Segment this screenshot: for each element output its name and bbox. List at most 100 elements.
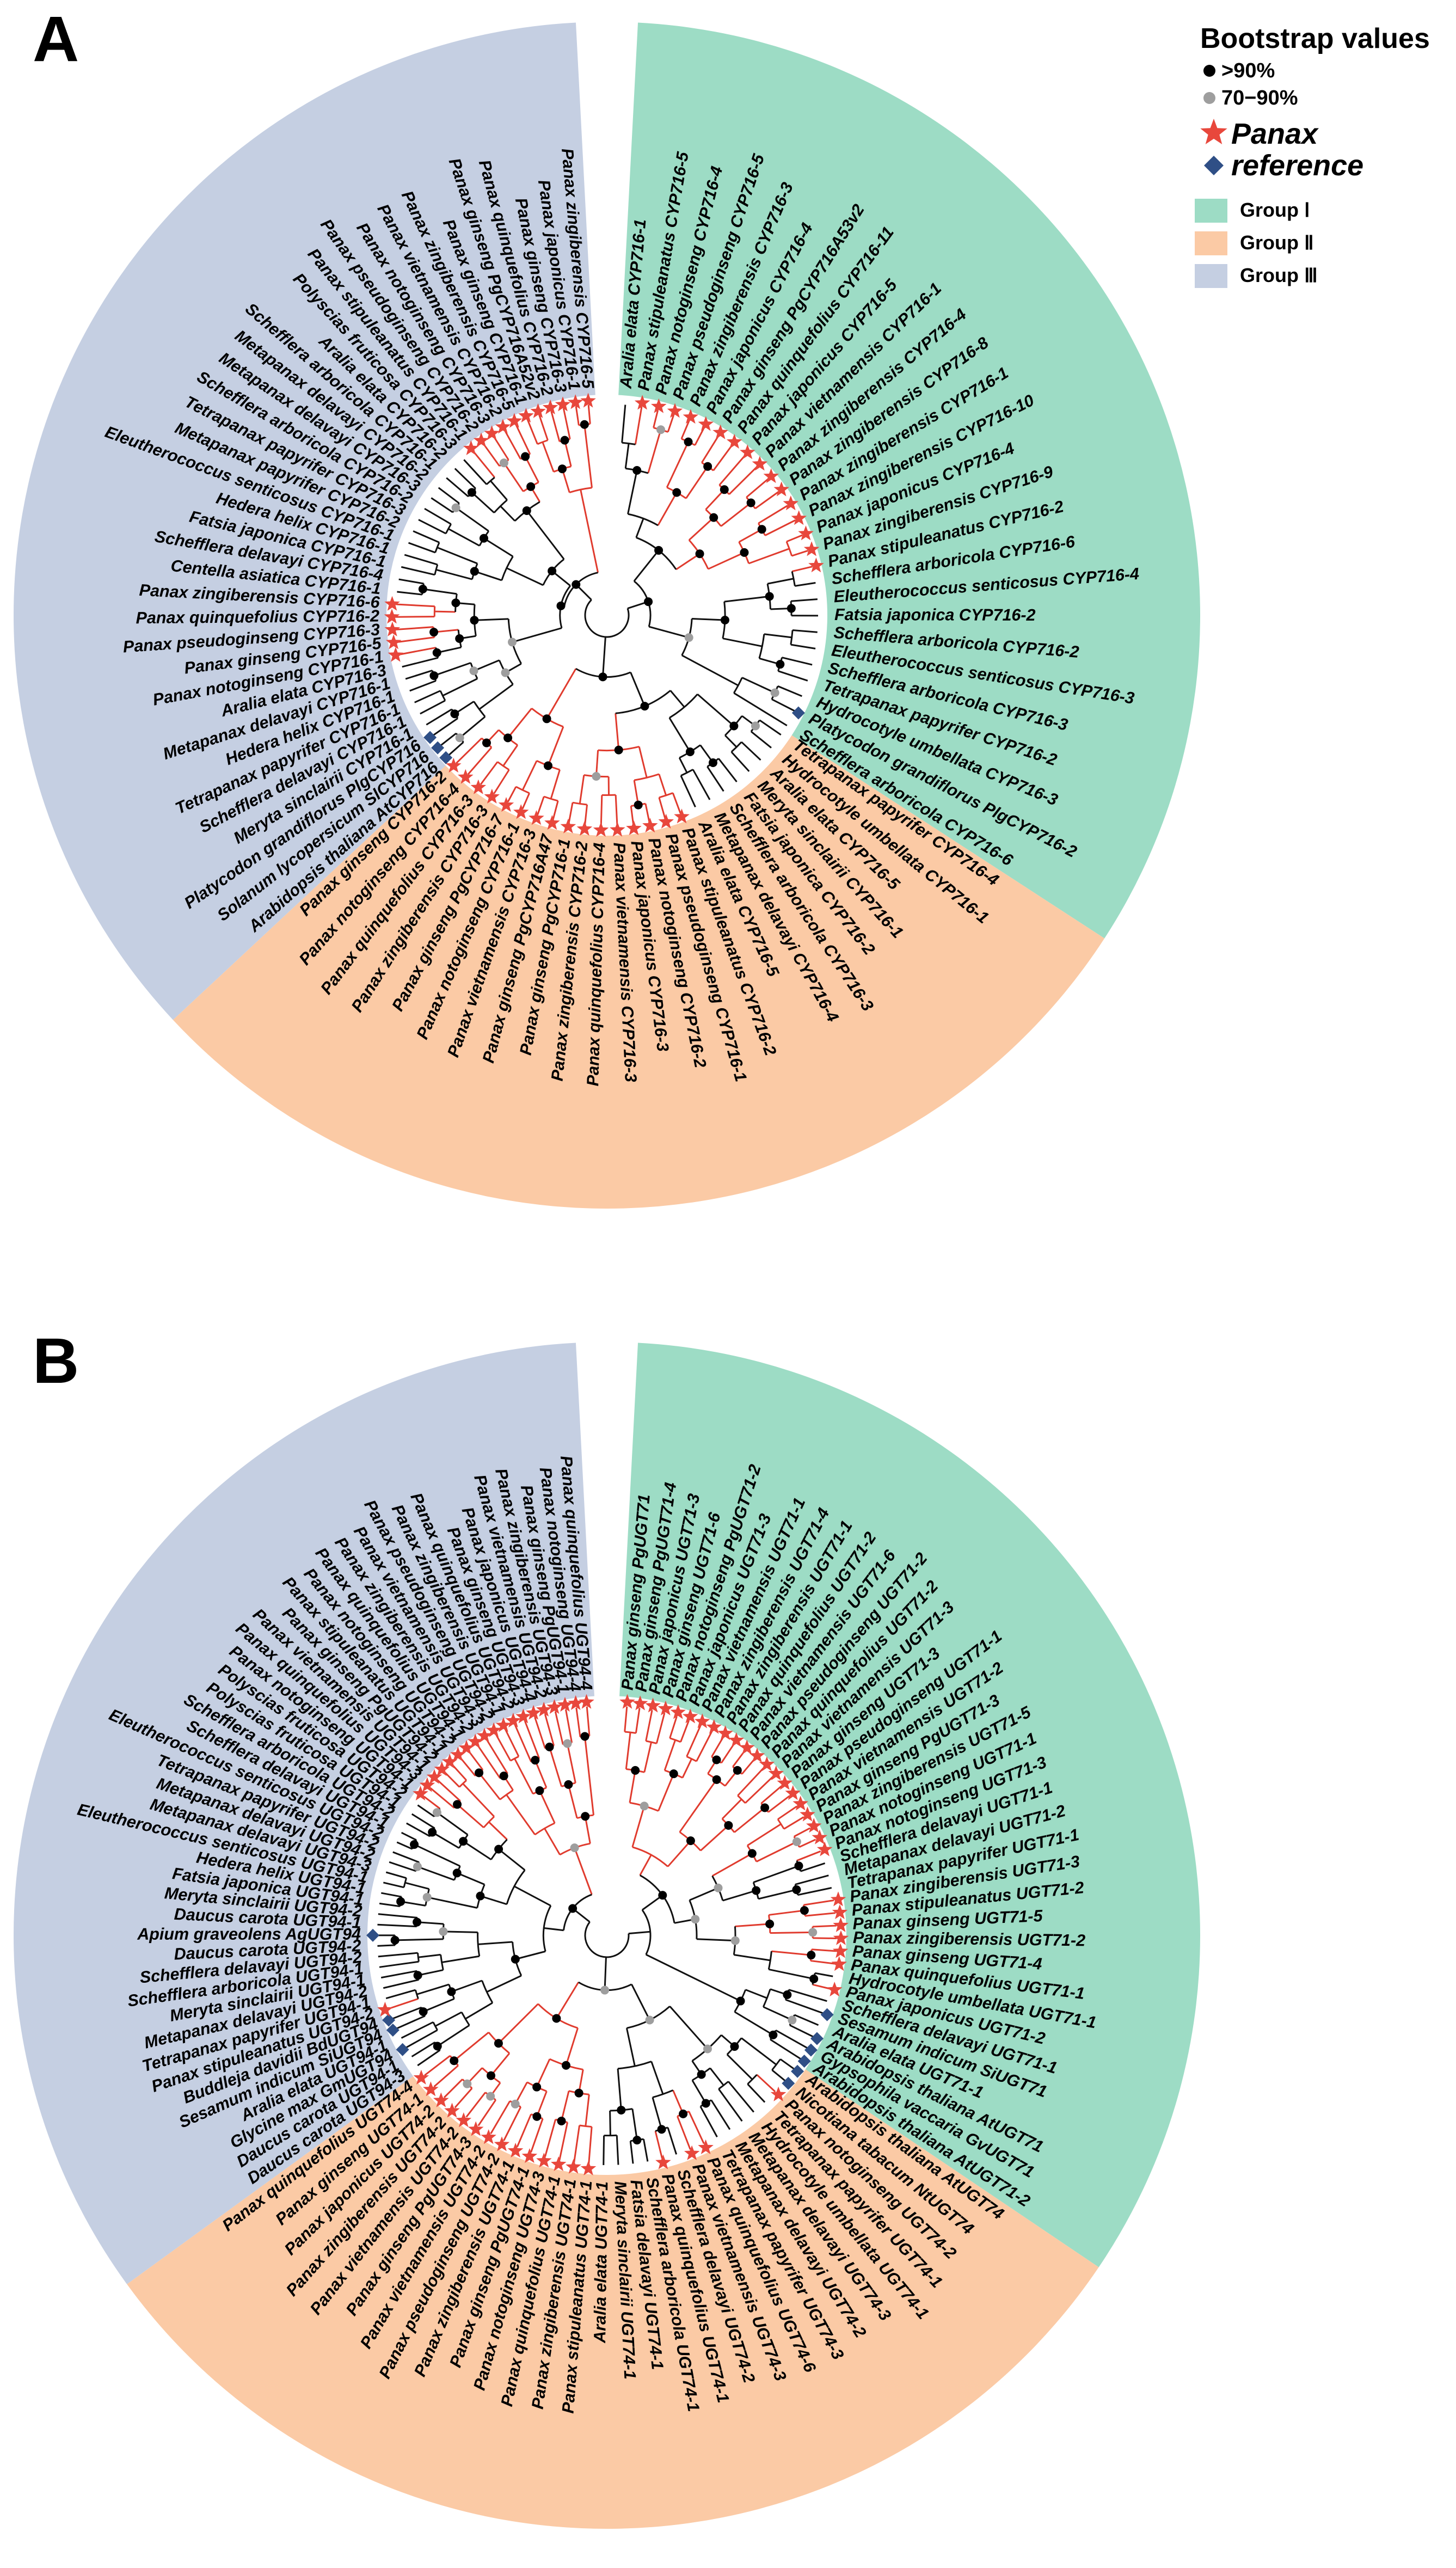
branch [503,462,524,492]
bootstrap-node [679,2109,688,2118]
branch [686,1725,702,1757]
bootstrap-node [552,2014,561,2023]
branch [625,2028,636,2067]
bootstrap-node [532,2082,542,2092]
branch [813,1937,837,1939]
branch [763,2006,792,2021]
branch [438,487,460,504]
branch [506,567,544,586]
branch [396,2015,426,2030]
branch [514,1758,534,1794]
branch [658,797,666,819]
panax-star-icon [456,2112,472,2128]
branch [675,553,701,571]
branch-arc [537,439,548,445]
branch [585,2094,590,2126]
branch [401,2021,434,2039]
group-1-sector [607,1343,1201,2267]
bootstrap-node [511,1954,520,1964]
reference-diamond-icon [423,731,437,744]
branch [505,1729,520,1757]
branch [544,2119,557,2157]
bootstrap-node [657,2125,666,2134]
branch [796,1850,821,1862]
branch [688,517,715,541]
branch [788,1989,827,2002]
panax-star-icon [800,1806,815,1822]
branch [564,440,572,467]
bootstrap-node [447,1987,456,1996]
panax-star-icon [377,2001,393,2017]
bootstrap-node [714,1883,723,1892]
branch [383,1881,404,1889]
panax-star-icon [442,1754,458,1769]
branch [615,713,620,750]
panax-star-icon [695,1713,710,1729]
branch [710,2099,731,2130]
branch [667,414,675,432]
branch-arc [747,2074,758,2085]
branch [633,549,660,582]
panax-star-icon [426,1769,443,1784]
panax-star-icon [507,2142,524,2158]
panax-star-icon [384,596,400,611]
branch [402,657,439,668]
branch [462,1783,495,1817]
panax-star-icon [536,1701,552,1717]
branch [790,643,816,649]
branch [707,766,724,792]
branch [424,507,452,525]
branch [745,1776,774,1804]
bootstrap-node [695,549,704,559]
branch [667,1840,692,1867]
branch [760,1785,782,1804]
branch [477,1745,501,1779]
bootstrap-node [733,1766,742,1775]
branch [463,1840,492,1860]
branch [503,2106,522,2141]
panax-star-icon [752,456,768,471]
branch-arc [434,542,440,553]
branch [396,603,435,608]
branch [768,1968,814,1980]
branch [604,1957,607,1990]
branch [672,793,681,814]
bootstrap-node [521,452,530,461]
branch [771,698,796,712]
bootstrap-node [564,1780,573,1789]
panax-star-icon [749,1748,765,1763]
branch [631,1984,650,2021]
bootstrap-node [724,1821,733,1830]
branch [573,2125,581,2163]
bootstrap-node [470,567,479,576]
branch [574,1847,593,1895]
branch [705,489,725,510]
panax-star-icon [792,1795,808,1811]
panax-star-icon [557,1696,573,1712]
branch [794,2014,819,2026]
bootstrap-node [600,1985,610,1995]
branch [417,1866,455,1881]
bootstrap-node [563,1739,572,1748]
branch [724,596,770,603]
bootstrap-node [740,548,749,557]
branch [472,451,495,478]
branch [791,566,813,573]
bootstrap-mid-dot-icon [1203,92,1215,104]
bootstrap-node [634,800,643,810]
reference-diamond-icon [366,1928,380,1942]
branch [448,741,464,756]
branch [549,1746,563,1787]
bootstrap-node [396,1897,406,1906]
branch [688,2111,705,2144]
branch [668,717,691,752]
branch [746,478,769,498]
bootstrap-node [469,666,478,676]
branch [452,1764,468,1781]
branch [434,610,456,613]
branch-arc [777,1818,785,1830]
bootstrap-node [669,1769,678,1779]
panax-star-icon [529,810,544,825]
branch [397,591,422,596]
bootstrap-node [463,2079,472,2088]
